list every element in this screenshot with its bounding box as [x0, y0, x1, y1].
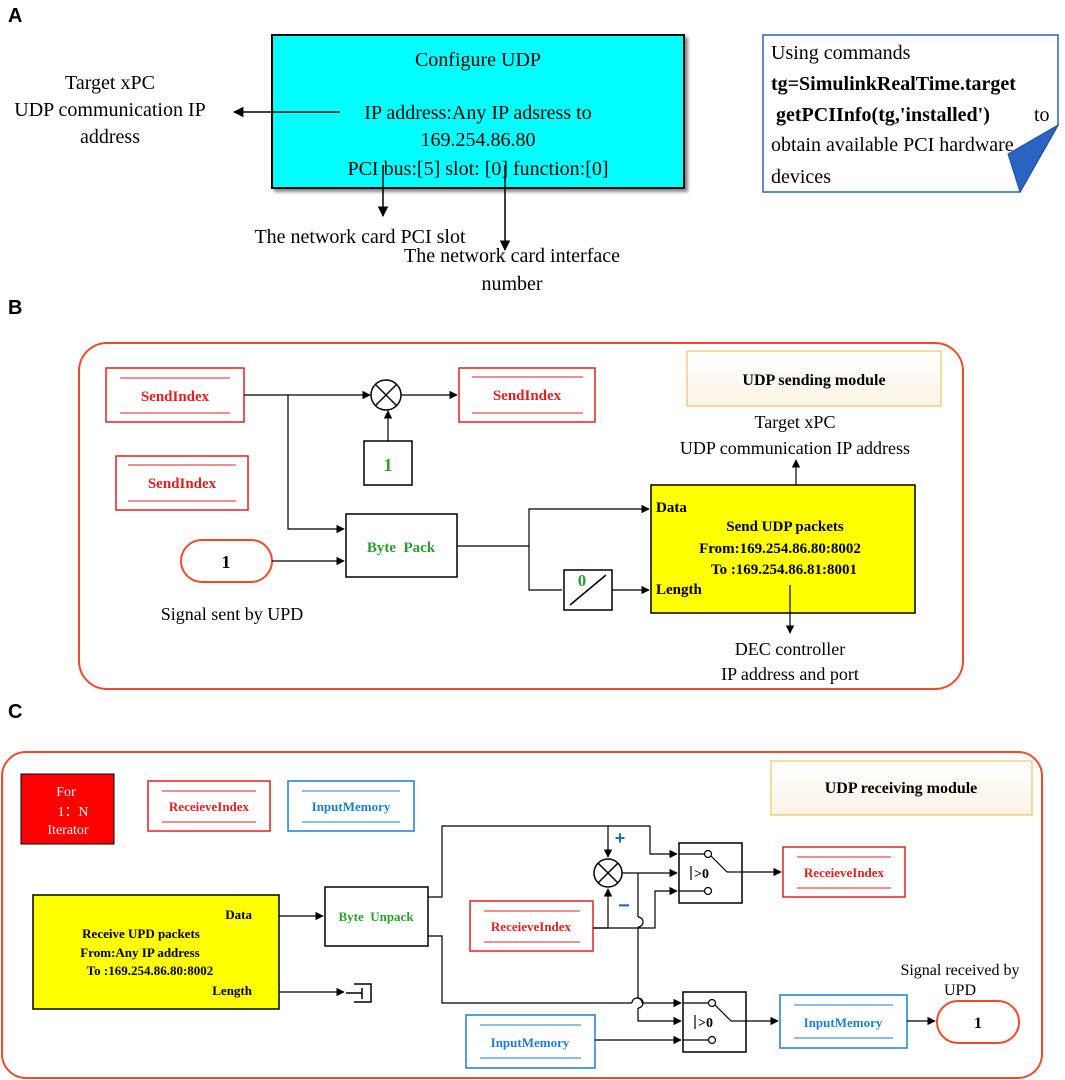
send-udp-block: Data Length Send UDP packets From:169.25…: [650, 484, 916, 614]
multiply-block: [370, 379, 402, 411]
input-memory-top-label: InputMemory: [312, 799, 391, 814]
recv-length-port: Length: [212, 983, 253, 998]
recv-udp-line2: From:Any IP address: [80, 945, 199, 960]
receiving-module-title-box: UDP receiving module: [770, 760, 1033, 816]
recv-data-port: Data: [225, 907, 252, 922]
switch-bottom-block: >0: [682, 991, 747, 1053]
inport-one-block: 1: [180, 539, 273, 583]
sending-module-title-box: UDP sending module: [686, 350, 942, 407]
send-udp-line2: From:169.254.86.80:8002: [699, 541, 861, 557]
recv-index-top-block: ReceieveIndex: [147, 780, 271, 832]
panel-label-a: A: [8, 5, 22, 27]
width-block: 0: [563, 569, 613, 611]
recv-index-top-label: ReceieveIndex: [169, 799, 250, 814]
send-index-from-block: SendIndex: [105, 367, 245, 423]
subtract-block: [593, 858, 623, 888]
panel-b-wires: [244, 390, 801, 634]
dec-controller-line2: IP address and port: [721, 664, 859, 684]
interface-line1: The network card interface: [404, 245, 620, 267]
panel-label-c: C: [8, 701, 22, 723]
target-xpc-line2: UDP communication IP: [14, 99, 205, 121]
command-note: Using commands tg=SimulinkRealTime.targe…: [762, 34, 1060, 194]
recv-index-out-label: ReceieveIndex: [804, 865, 885, 880]
receiving-module-frame: [1, 751, 1043, 1079]
send-index-goto-block: SendIndex: [115, 455, 249, 511]
ip-address-line2: 169.254.86.80: [421, 129, 536, 151]
for-line2: 1：N: [57, 805, 88, 820]
recv-index-out-block: ReceieveIndex: [782, 846, 906, 898]
width-zero-label: 0: [578, 571, 587, 590]
send-index-out-block: SendIndex: [458, 367, 596, 423]
ip-address-line1: IP address:Any IP adsress to: [364, 102, 591, 124]
constant-one-block: 1: [363, 440, 413, 486]
switch-bottom-label: >0: [698, 1016, 713, 1031]
note-line3a: getPCIInfo(tg,'installed'): [776, 104, 990, 126]
switch-top-label: >0: [694, 867, 709, 882]
target-xpc-line3: address: [80, 126, 140, 148]
pci-bus-line: PCI bus:[5] slot: [0] function:[0]: [347, 158, 608, 180]
panel-c-wires: [279, 825, 936, 1045]
for-line1: For: [56, 785, 76, 800]
terminator-block: [346, 983, 372, 1003]
signal-recv-line2: UPD: [944, 982, 976, 999]
target-xpc-line1: Target xPC: [65, 72, 155, 94]
note-line4: obtain available PCI hardware: [771, 134, 1014, 156]
target-xpc-b-line1: Target xPC: [755, 412, 836, 432]
plus-sign: +: [615, 828, 626, 848]
byte-pack-block: Byte Pack: [345, 513, 458, 578]
byte-unpack-block: Byte Unpack: [324, 886, 429, 947]
signal-recv-line1: Signal received by: [900, 962, 1019, 979]
minus-sign: −: [618, 895, 630, 917]
dec-controller-line1: DEC controller: [735, 639, 845, 659]
recv-udp-line1: Receive UPD packets: [82, 926, 200, 941]
input-memory-top-block: InputMemory: [287, 780, 415, 832]
receive-udp-block: Data Receive UPD packets From:Any IP add…: [32, 894, 280, 1010]
recv-index-mid-block: ReceieveIndex: [469, 900, 594, 952]
note-line3b: to: [1034, 104, 1050, 126]
input-memory-bottom-block: InputMemory: [465, 1014, 596, 1069]
panel-label-b: B: [8, 297, 22, 319]
recv-udp-line3: To :169.254.86.80:8002: [87, 963, 214, 978]
send-data-port: Data: [656, 500, 687, 516]
send-udp-line1: Send UDP packets: [726, 519, 844, 535]
constant-one-label: 1: [384, 455, 393, 475]
input-memory-out-block: InputMemory: [779, 994, 908, 1049]
outport-one-label: 1: [974, 1015, 982, 1032]
switch-top-block: >0: [678, 842, 743, 904]
input-memory-out-label: InputMemory: [804, 1015, 883, 1030]
inport-one-label: 1: [222, 552, 231, 572]
receiving-module-title: UDP receiving module: [825, 780, 978, 797]
byte-unpack-label: Byte Unpack: [338, 909, 414, 924]
send-udp-line3: To :169.254.86.81:8001: [711, 562, 857, 578]
recv-index-mid-label: ReceieveIndex: [491, 919, 572, 934]
signal-sent-label: Signal sent by UPD: [161, 604, 304, 624]
input-memory-bottom-label: InputMemory: [491, 1035, 570, 1050]
note-line2: tg=SimulinkRealTime.target: [771, 73, 1016, 95]
sending-module-frame: [78, 342, 964, 690]
configure-udp-title: Configure UDP: [415, 49, 541, 71]
pci-slot-label: The network card PCI slot: [254, 226, 466, 248]
interface-line2: number: [481, 273, 542, 295]
outport-one-block: 1: [936, 1000, 1020, 1044]
note-line1: Using commands: [771, 42, 911, 64]
for-iterator-block: For 1：N Iterator: [20, 773, 115, 845]
target-xpc-b-line2: UDP communication IP address: [680, 438, 910, 458]
send-length-port: Length: [656, 582, 703, 598]
byte-pack-label: Byte Pack: [367, 540, 436, 556]
send-index-from-label: SendIndex: [141, 389, 210, 405]
send-index-goto-label: SendIndex: [148, 476, 217, 492]
configure-udp-block: Configure UDP IP address:Any IP adsress …: [271, 34, 685, 189]
sending-module-title: UDP sending module: [742, 372, 885, 389]
note-line5: devices: [771, 166, 831, 188]
for-line3: Iterator: [47, 823, 89, 838]
send-index-out-label: SendIndex: [493, 388, 562, 404]
